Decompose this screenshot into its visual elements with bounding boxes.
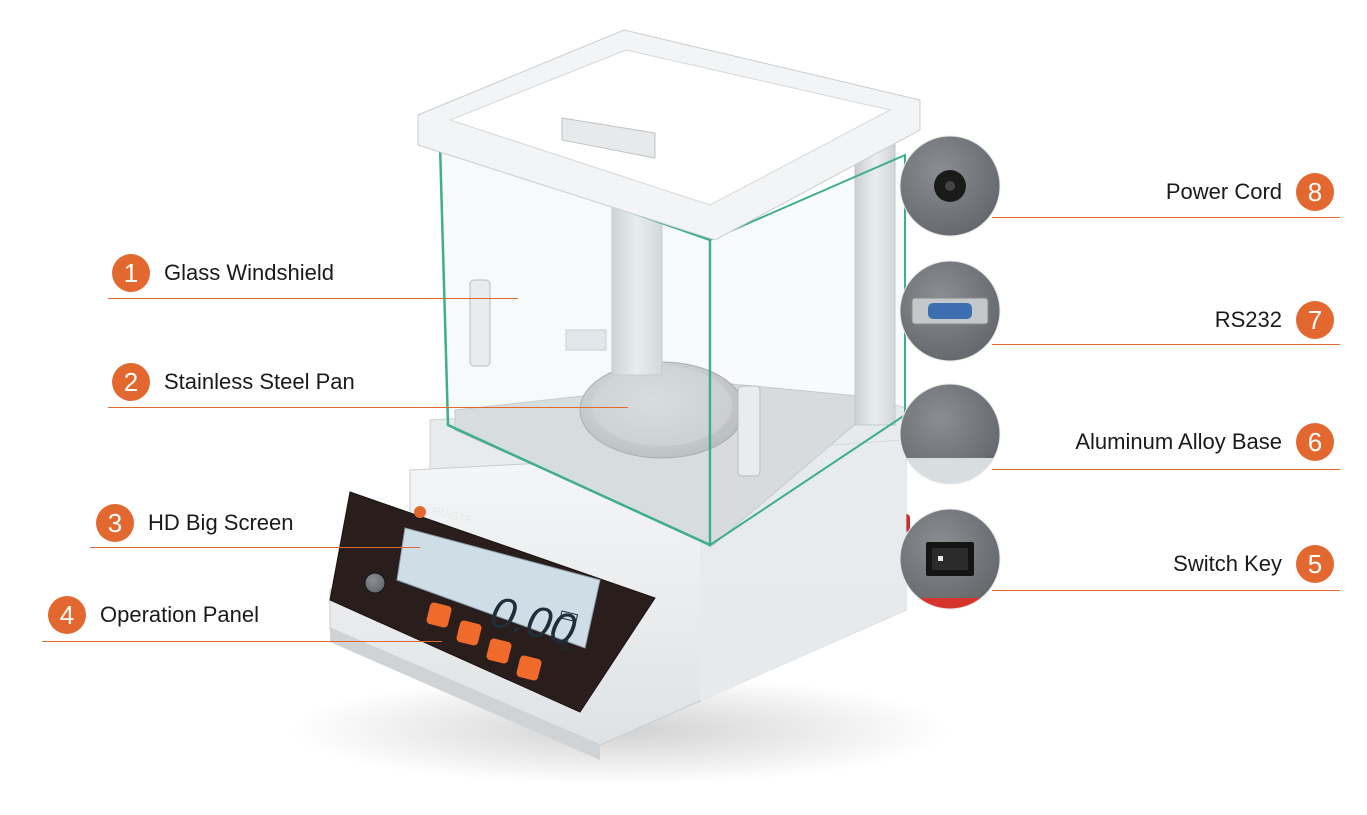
door-handle-left	[469, 279, 491, 367]
callout-glass-windshield: 1 Glass Windshield	[112, 254, 334, 292]
callout-power-cord: Power Cord 8	[1166, 173, 1334, 211]
leader-line-7	[992, 344, 1340, 345]
leader-line-2	[108, 407, 628, 408]
leader-line-5	[992, 590, 1340, 591]
callout-label: Switch Key	[1173, 551, 1282, 576]
key-4	[516, 655, 542, 681]
key-1	[426, 602, 452, 628]
leader-line-6	[992, 469, 1340, 470]
detail-aluminum-base	[900, 384, 1000, 484]
leader-line-3	[90, 547, 420, 548]
post-back-right	[854, 134, 896, 426]
callout-number: 1	[112, 254, 150, 292]
callout-stainless-steel-pan: 2 Stainless Steel Pan	[112, 363, 355, 401]
callout-label: RS232	[1214, 307, 1282, 332]
callout-label: HD Big Screen	[148, 510, 294, 535]
detail-rs232	[900, 261, 1000, 361]
battery-icon	[559, 610, 579, 623]
leader-line-8	[992, 217, 1340, 218]
callout-label: Aluminum Alloy Base	[1075, 429, 1282, 454]
callout-rs232: RS232 7	[1215, 301, 1334, 339]
callout-number: 3	[96, 504, 134, 542]
callout-switch-key: Switch Key 5	[1173, 545, 1334, 583]
key-2	[456, 620, 482, 646]
callout-number: 4	[48, 596, 86, 634]
display-unit: g	[559, 633, 570, 650]
hd-screen	[396, 527, 601, 649]
callout-label: Operation Panel	[100, 602, 259, 627]
leader-line-4	[42, 641, 442, 642]
top-handle	[561, 117, 656, 159]
callout-label: Power Cord	[1165, 179, 1282, 204]
door-handle-right	[737, 385, 761, 477]
callout-hd-big-screen: 3 HD Big Screen	[96, 504, 294, 542]
callout-number: 8	[1296, 173, 1334, 211]
level-indicator	[364, 572, 386, 594]
callout-operation-panel: 4 Operation Panel	[48, 596, 259, 634]
brand-logo-icon	[414, 506, 426, 518]
callout-number: 5	[1296, 545, 1334, 583]
callout-number: 2	[112, 363, 150, 401]
callout-number: 7	[1296, 301, 1334, 339]
detail-switch-key	[900, 509, 1000, 609]
callout-label: Glass Windshield	[164, 260, 334, 285]
callout-label: Stainless Steel Pan	[164, 369, 355, 394]
callout-number: 6	[1296, 423, 1334, 461]
detail-power-cord	[900, 136, 1000, 236]
callout-aluminum-alloy-base: Aluminum Alloy Base 6	[1075, 423, 1334, 461]
key-3	[486, 638, 512, 664]
base-front-lip	[330, 628, 600, 760]
leader-line-1	[108, 298, 518, 299]
